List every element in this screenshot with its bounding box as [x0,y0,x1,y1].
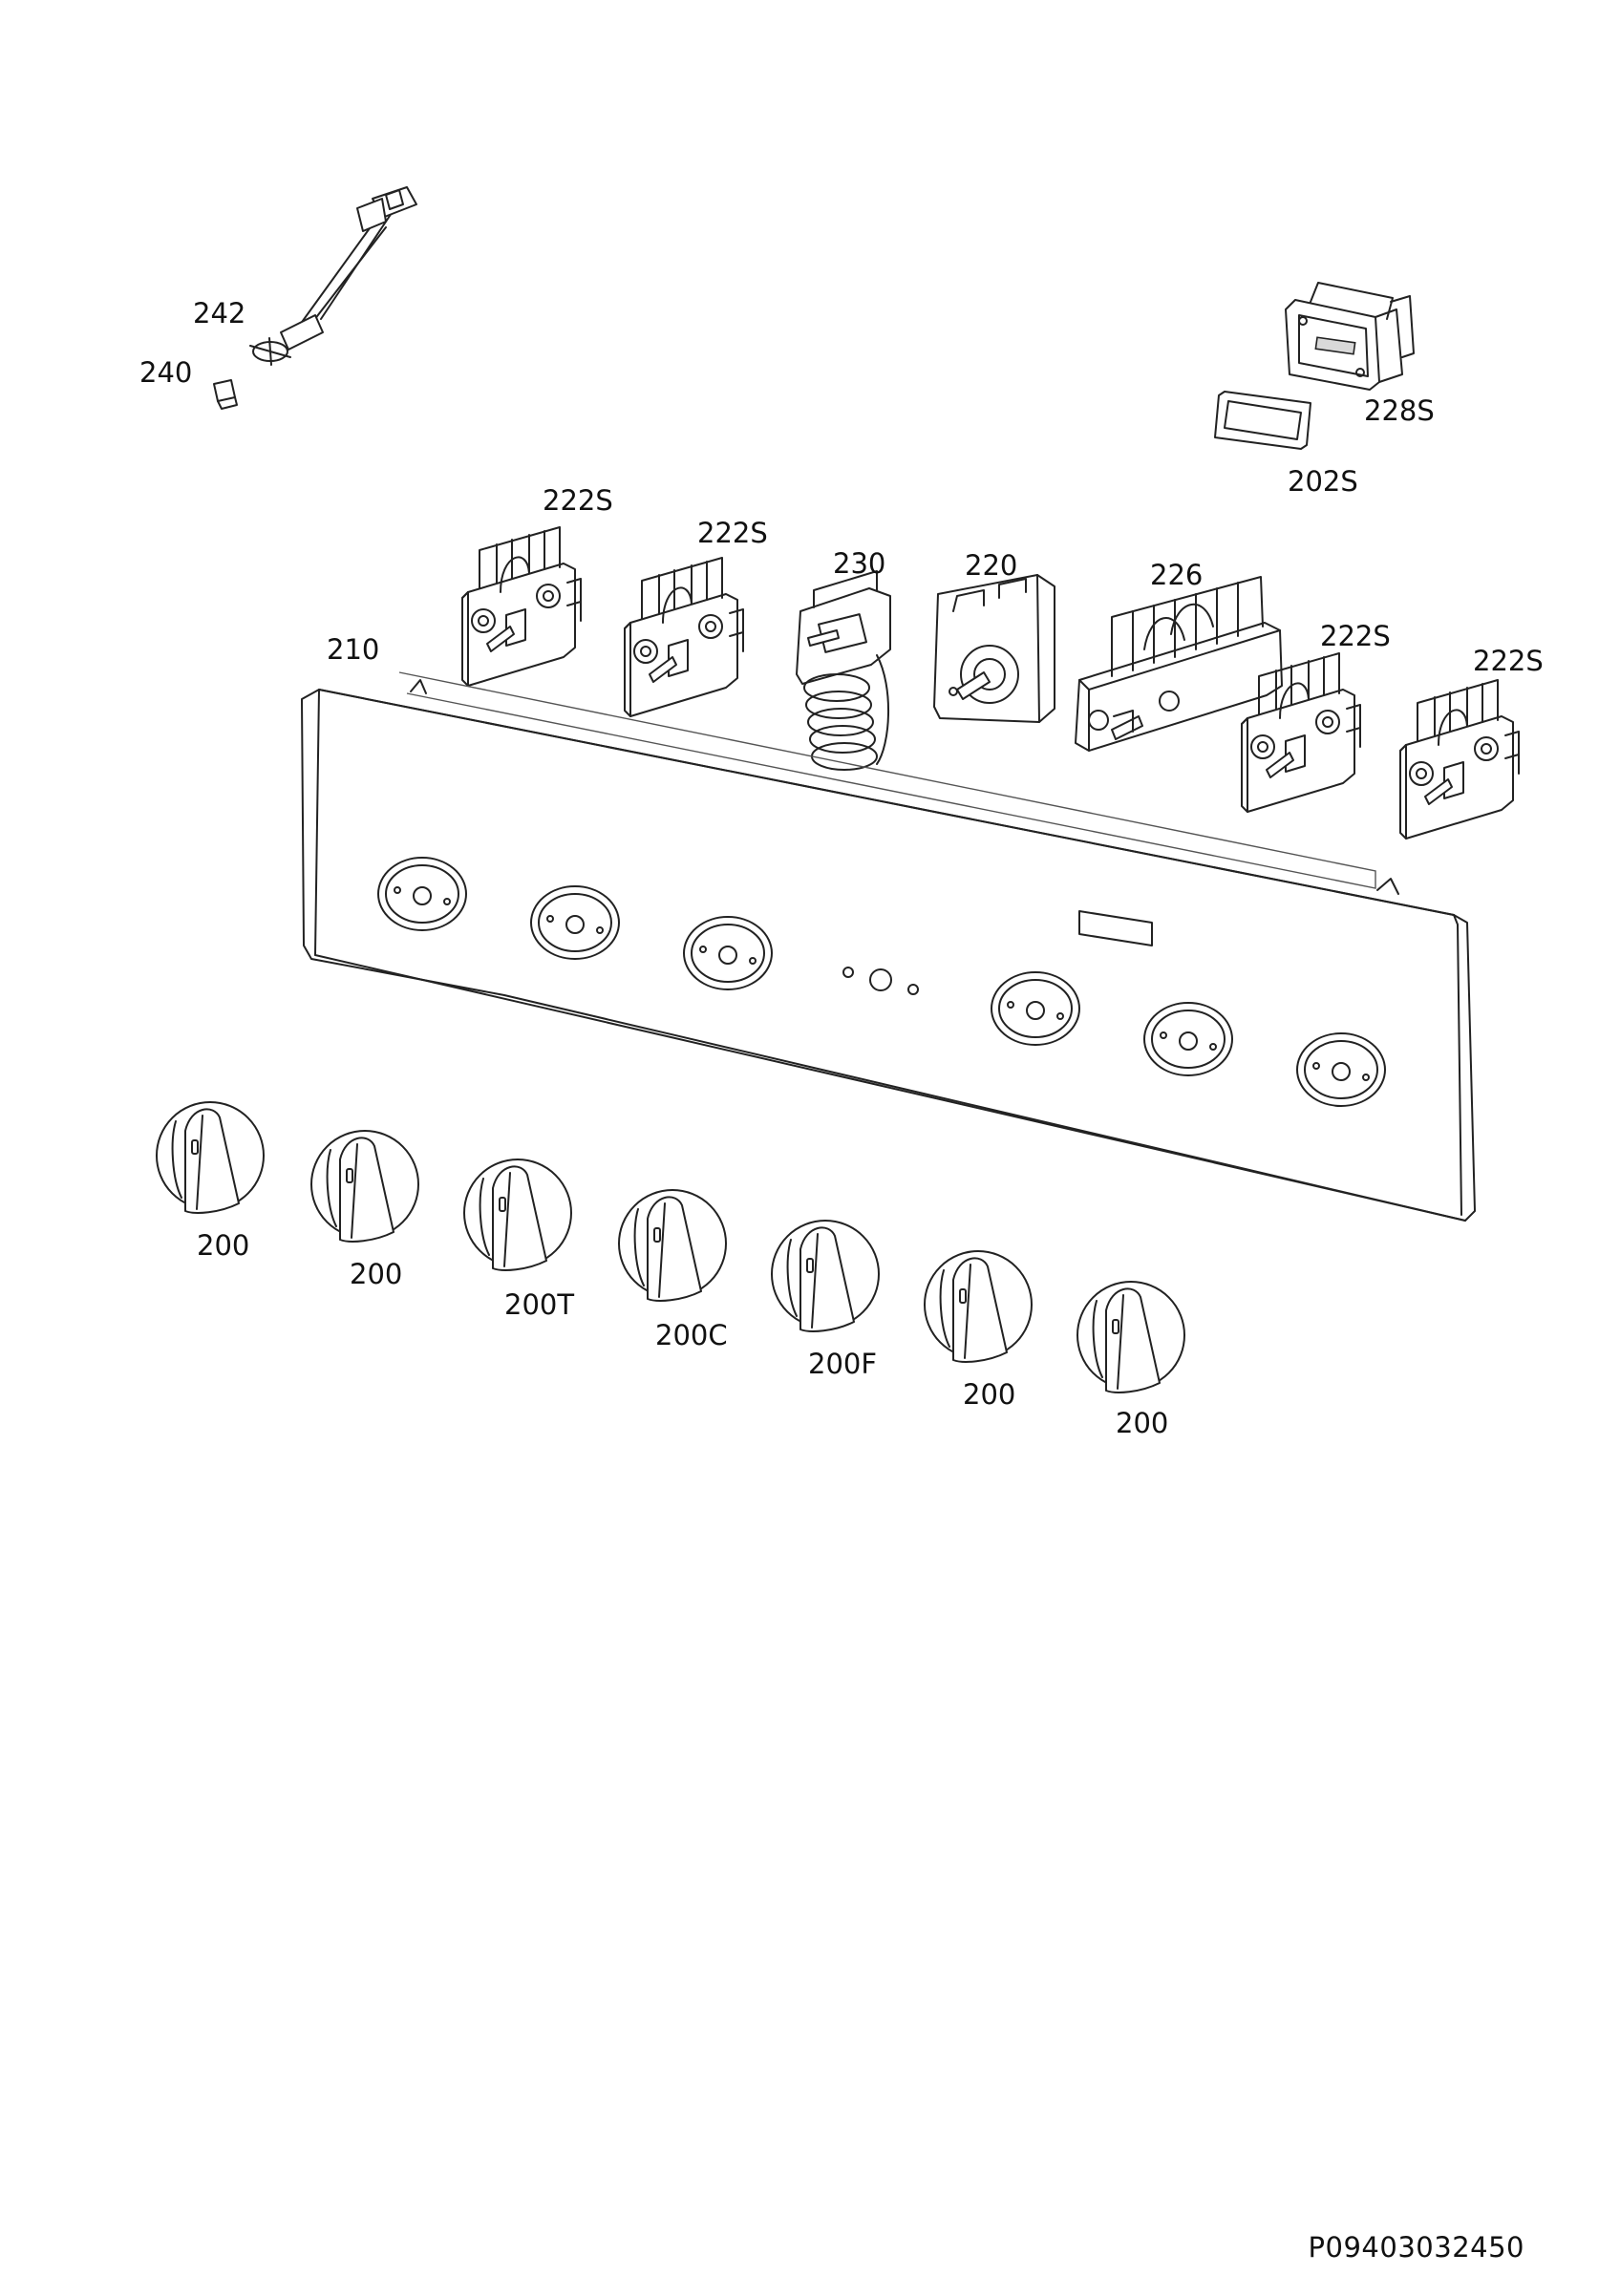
part-202s-display-frame [1214,391,1311,450]
label-knob-4: 200C [655,1319,728,1351]
label-knob-1: 200 [197,1229,250,1262]
label-knob-6: 200 [963,1378,1016,1411]
part-222s-switch-3 [1241,652,1361,813]
part-230-thermostat [796,570,891,771]
part-222s-switch-2 [624,557,744,717]
part-222s-switch-4 [1399,679,1520,840]
label-222s-4: 222S [1473,645,1544,677]
part-knob-5 [771,1220,880,1332]
part-knob-4 [618,1189,727,1302]
panel-display-window [1078,910,1153,946]
panel-indicator-lights [842,967,919,995]
document-id: P09403032450 [1308,2231,1524,2264]
label-222s-2: 222S [697,517,768,549]
part-240-clip [213,379,238,410]
label-242: 242 [193,297,246,330]
part-knob-7 [1076,1281,1185,1393]
label-228s: 228S [1364,394,1435,427]
part-242-wire-harness [249,186,417,366]
label-knob-5: 200F [808,1348,878,1380]
label-knob-2: 200 [350,1258,403,1290]
part-222s-switch-1 [461,526,582,687]
label-202s: 202S [1288,465,1358,498]
label-210: 210 [327,633,380,666]
part-228s-display-module [1285,282,1415,391]
label-230: 230 [833,547,886,580]
part-226-selector-switch [1075,576,1283,752]
label-226: 226 [1150,559,1204,591]
label-240: 240 [139,356,193,389]
label-222s-1: 222S [543,484,613,517]
part-knob-2 [310,1130,419,1243]
label-220: 220 [965,549,1018,582]
part-210-control-panel [301,671,1476,1222]
label-knob-3: 200T [504,1288,575,1321]
label-knob-7: 200 [1116,1407,1169,1439]
part-knob-6 [924,1250,1033,1363]
part-220-regulator [933,574,1055,723]
label-222s-3: 222S [1320,620,1391,652]
part-knob-1 [156,1101,265,1214]
part-knob-3 [463,1159,572,1271]
